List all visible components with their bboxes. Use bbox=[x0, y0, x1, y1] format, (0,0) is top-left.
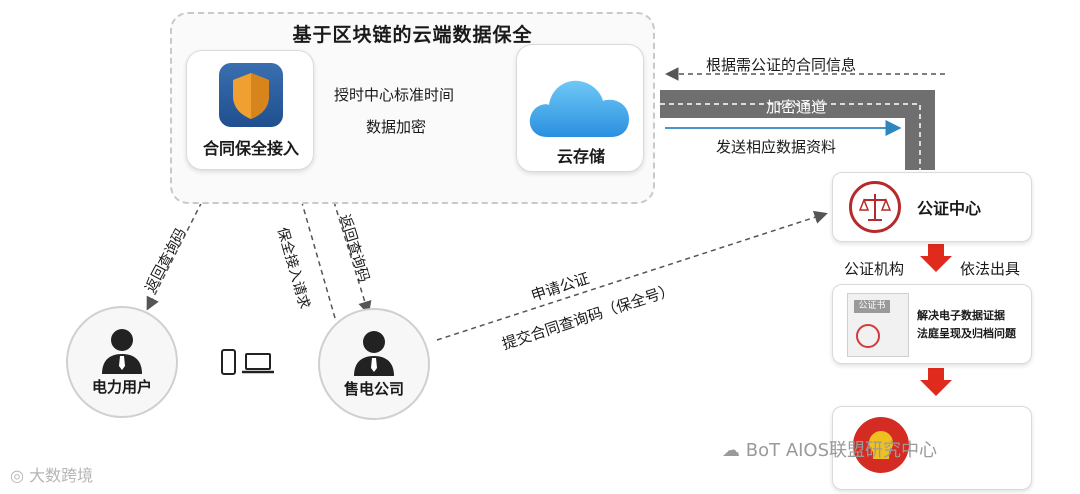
cloud-storage-card[interactable]: 云存储 bbox=[516, 44, 644, 172]
watermark-logo-icon: ◎ bbox=[10, 466, 24, 485]
shield-icon bbox=[233, 73, 269, 119]
red-arrow-1 bbox=[920, 244, 952, 272]
watermark-left: ◎ 大数跨境 bbox=[10, 462, 93, 486]
notary-emblem-icon bbox=[849, 181, 901, 233]
encrypted-channel-band bbox=[660, 90, 935, 170]
certificate-seal-icon bbox=[856, 324, 880, 348]
user-icon bbox=[102, 329, 142, 374]
certificate-card[interactable]: 公证书 解决电子数据证据 法庭呈现及归档问题 bbox=[832, 284, 1032, 364]
power-user-label: 电力用户 bbox=[91, 378, 152, 396]
certificate-header: 公证书 bbox=[854, 300, 890, 313]
watermark-right-text: BoT AIOS联盟研究中心 bbox=[745, 440, 938, 461]
watermark-left-text: 大数跨境 bbox=[29, 466, 94, 485]
contract-access-card[interactable]: 合同保全接入 bbox=[186, 50, 314, 170]
watermark-right: ☁ BoT AIOS联盟研究中心 bbox=[722, 436, 937, 462]
arrow-return-left bbox=[146, 169, 219, 311]
label-notary-org: 公证机构 bbox=[844, 260, 905, 278]
red-arrow-2 bbox=[920, 368, 952, 396]
court-card[interactable] bbox=[832, 406, 1032, 490]
cloud-icon bbox=[529, 80, 629, 137]
arrow-apply bbox=[436, 210, 828, 341]
wechat-icon: ☁ bbox=[722, 440, 740, 461]
label-issue-by-law: 依法出具 bbox=[960, 260, 1021, 278]
label-send-data: 发送相应数据资料 bbox=[716, 138, 837, 156]
label-timestamp: 授时中心标准时间 bbox=[334, 86, 455, 104]
certificate-text-1: 解决电子数据证据 bbox=[917, 309, 1005, 322]
notary-center-label: 公证中心 bbox=[917, 199, 982, 218]
shield-app-icon bbox=[219, 63, 283, 127]
notary-center-card[interactable]: 公证中心 bbox=[832, 172, 1032, 242]
label-channel: 加密通道 bbox=[766, 98, 827, 116]
label-encrypt: 数据加密 bbox=[366, 118, 427, 136]
group-title: 基于区块链的云端数据保全 bbox=[292, 24, 533, 46]
user-icon bbox=[354, 331, 394, 376]
label-contract-info: 根据需公证的合同信息 bbox=[706, 56, 857, 74]
cloud-storage-label: 云存储 bbox=[556, 147, 605, 166]
phone-laptop-icon bbox=[221, 349, 274, 375]
sales-company-node[interactable]: 售电公司 bbox=[318, 308, 430, 420]
sales-company-label: 售电公司 bbox=[343, 380, 404, 398]
court-emblem-icon bbox=[853, 417, 909, 473]
certificate-text-2: 法庭呈现及归档问题 bbox=[917, 327, 1016, 340]
contract-access-label: 合同保全接入 bbox=[202, 139, 299, 158]
certificate-document-icon: 公证书 bbox=[847, 293, 909, 357]
power-user-node[interactable]: 电力用户 bbox=[66, 306, 178, 418]
